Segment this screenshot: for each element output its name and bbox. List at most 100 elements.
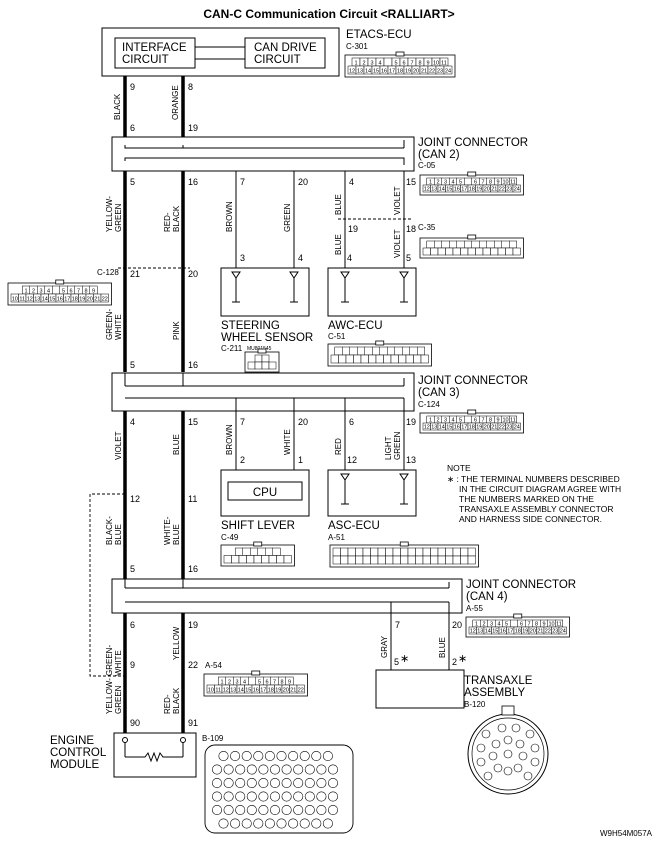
- connector-cell: [407, 555, 416, 565]
- pin-jc4-20: 20: [452, 620, 462, 630]
- connector-cell: [497, 247, 506, 256]
- ecm-pin: [241, 818, 252, 829]
- pin-transaxle-5: 5: [394, 657, 399, 667]
- can-drive-label-1: CAN DRIVE: [254, 42, 317, 54]
- pin-asc-12: 12: [347, 455, 357, 465]
- connector-cell: [283, 555, 292, 564]
- connector-cell: [334, 346, 343, 356]
- connector-cell: [452, 555, 461, 565]
- connector-pin-number: 15: [245, 688, 251, 694]
- wire-color-blue-3: BLUE: [172, 434, 181, 455]
- connector-pin-number: 7: [481, 180, 484, 186]
- connector-cell: [443, 65, 453, 75]
- ecm-pin: [293, 791, 304, 802]
- connector-cell: [437, 555, 446, 565]
- connector-pin-number: 1: [24, 289, 27, 295]
- pin-jc2-6: 6: [130, 123, 135, 133]
- connector-pin-number: 10: [502, 180, 508, 186]
- pin-a54-9: 9: [130, 660, 135, 670]
- connector-pin-number: 22: [298, 688, 304, 694]
- connector-pin-number: 6: [402, 61, 405, 67]
- note-line-1: ∗ : THE TERMINAL NUMBERS DESCRIBED: [447, 474, 620, 484]
- connector-pin-number: 21: [537, 629, 543, 635]
- connector-pin-number: 15: [373, 69, 379, 75]
- connector-pin-number: 3: [444, 180, 447, 186]
- connector-cell: [452, 547, 461, 557]
- ecm-pin: [212, 804, 223, 815]
- joint-connector-can3-box: [111, 372, 415, 412]
- pin-jc3-19: 19: [406, 417, 416, 427]
- sws-connector-face: [244, 348, 280, 373]
- connector-pin-number: 14: [439, 425, 445, 431]
- awc-ecu-label: AWC-ECU: [328, 320, 383, 332]
- connector-pin-number: 5: [62, 289, 65, 295]
- ecm-pin: [299, 750, 310, 761]
- ecm-pin: [258, 777, 269, 788]
- connector-cell: [254, 361, 263, 370]
- pin-jc3-7: 7: [240, 417, 245, 427]
- pin-sws-3: 3: [240, 253, 245, 263]
- wire-color-blue-2: BLUE: [334, 234, 343, 255]
- connector-cell: [445, 247, 454, 256]
- connector-cell: [223, 555, 232, 564]
- ecm-pin: [258, 791, 269, 802]
- pin-jc4-16: 16: [188, 564, 198, 574]
- connector-pin-number: 4: [451, 418, 454, 424]
- connector-pin-number: 8: [280, 680, 283, 686]
- connector-cell: [375, 354, 384, 364]
- connector-pin-number: 5: [459, 180, 462, 186]
- pin-etacs-9: 9: [130, 82, 135, 92]
- ecm-pin: [269, 791, 280, 802]
- connector-cell: [248, 676, 256, 686]
- connector-pin-number: 10: [502, 418, 508, 424]
- ecm-pin: [223, 791, 234, 802]
- ecm-pin: [253, 818, 264, 829]
- ecm-pin: [327, 777, 338, 788]
- pin-c35-18: 18: [406, 224, 416, 234]
- connector-pin-number: 4: [497, 622, 500, 628]
- connector-cell: [353, 354, 362, 364]
- jc2-connector-id: C-05: [418, 161, 436, 170]
- ecm-pin: [223, 804, 234, 815]
- pin-jc2-5: 5: [130, 177, 135, 187]
- connector-cell: [394, 346, 403, 356]
- shift-connector-face: [220, 541, 295, 567]
- ecm-pin: [293, 764, 304, 775]
- asterisk-5: ∗: [400, 653, 409, 665]
- connector-pin-number: 9: [542, 622, 545, 628]
- connector-cell: [467, 547, 476, 557]
- ecm-pin: [281, 777, 292, 788]
- ecm-pin: [223, 764, 234, 775]
- connector-cell: [437, 247, 446, 256]
- connector-pin-number: 17: [260, 688, 266, 694]
- ecm-pin: [304, 804, 315, 815]
- transaxle-pin: [503, 735, 513, 745]
- connector-pin-number: 1: [354, 61, 357, 67]
- connector-cell: [490, 247, 499, 256]
- jc4-connector-id: A-55: [466, 604, 483, 613]
- connector-cell: [332, 547, 341, 557]
- transaxle-pin: [511, 723, 521, 733]
- pin-shift-1: 1: [298, 455, 303, 465]
- connector-pin-number: 10: [548, 622, 554, 628]
- connector-pin-number: 4: [47, 289, 50, 295]
- pin-jc3-6: 6: [349, 417, 354, 427]
- connector-cell: [422, 547, 431, 557]
- connector-pin-number: 22: [499, 187, 505, 193]
- connector-pin-number: 22: [102, 297, 108, 303]
- ecm-pin: [246, 777, 257, 788]
- connector-pin-number: 8: [489, 418, 492, 424]
- ecm-label-3: MODULE: [50, 759, 100, 771]
- connector-cell: [390, 354, 399, 364]
- connector-pin-number: 20: [530, 629, 536, 635]
- connector-pin-number: 3: [235, 680, 238, 686]
- connector-pin-number: 5: [505, 622, 508, 628]
- ecm-pin: [322, 750, 333, 761]
- connector-pin-number: 11: [510, 418, 516, 424]
- wire-color-red-black-3: RED-: [163, 694, 172, 714]
- ecm-pin: [230, 750, 241, 761]
- ecm-pin: [304, 764, 315, 775]
- joint-connector-can4-box: [111, 578, 463, 614]
- connector-cell: [392, 555, 401, 565]
